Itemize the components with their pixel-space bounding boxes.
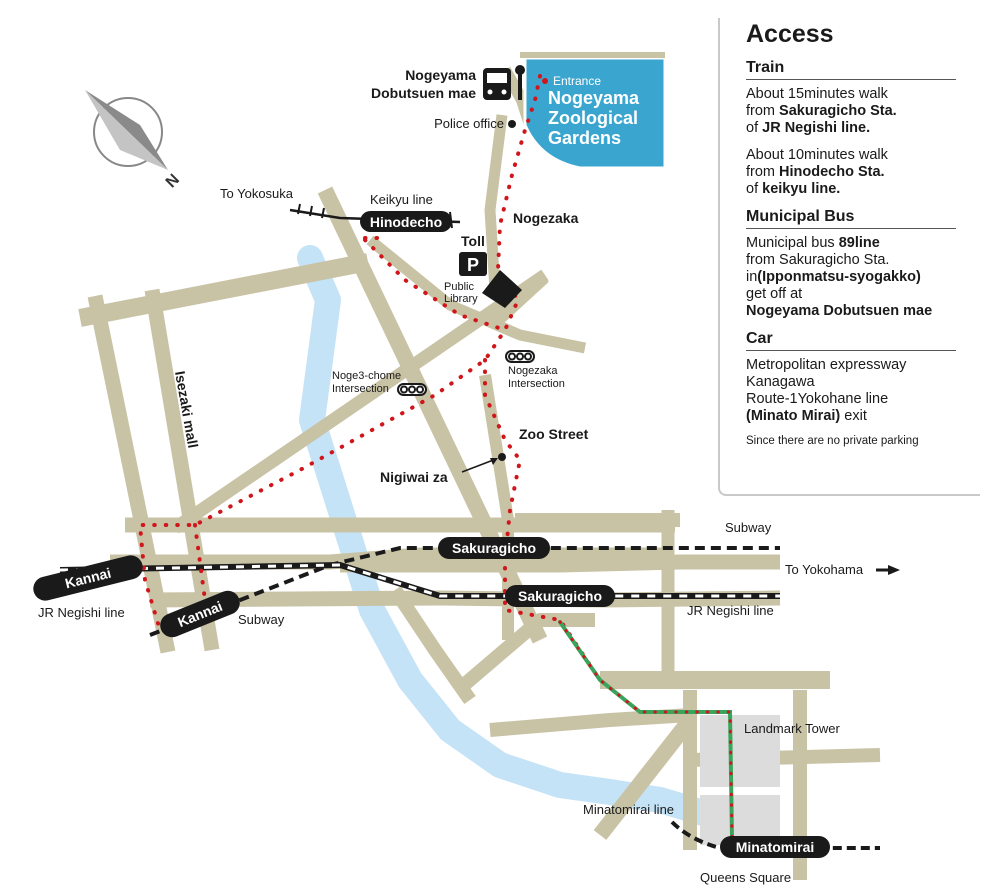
minatomirai-station: [720, 836, 830, 858]
walk2-c: Hinodecho Sta.: [779, 164, 885, 180]
minatomirai-label: Minatomirai: [736, 839, 815, 855]
noge3-intersection-2: Intersection: [332, 383, 389, 395]
walk1-b: from: [746, 103, 780, 119]
access-title: Access: [746, 20, 834, 48]
nogezaka-signal-icon: [505, 350, 535, 363]
bus-b: 89line: [838, 235, 880, 251]
sakuragicho-jr-label: Sakuragicho: [518, 588, 602, 604]
bus-icon: [483, 65, 525, 100]
nogezaka-label: Nogezaka: [513, 210, 579, 226]
bus-text: Municipal bus 89line from Sakuragicho St…: [746, 235, 980, 320]
walk2-a: About 10minutes walk: [746, 147, 888, 163]
parking-note: Since there are no private parking: [746, 435, 919, 447]
bus-a: Municipal bus: [746, 235, 839, 251]
library-building: [482, 270, 522, 308]
bus-d: in: [746, 269, 758, 285]
car-d: (Minato Mirai): [746, 408, 841, 424]
nogezaka-intersection-1: Nogezaka: [508, 365, 558, 377]
jr-negishi-label-right: JR Negishi line: [687, 603, 774, 618]
to-yokohama-arrowhead: [888, 565, 900, 575]
kannai-subway-station: [160, 590, 240, 638]
walking-route-green-dots: [558, 620, 734, 840]
zoo-entrance-label: Entrance: [553, 74, 601, 88]
compass-letter: N: [163, 171, 183, 191]
bus-c: from Sakuragicho Sta.: [746, 252, 890, 268]
library-label-1: Public: [444, 281, 474, 293]
walk2-e: keikyu line.: [762, 181, 841, 197]
entrance-dot: [542, 78, 548, 84]
zoo-street-label: Zoo Street: [519, 426, 589, 442]
sakuragicho-subway-label: Sakuragicho: [452, 540, 536, 556]
zoo-area: [523, 56, 667, 170]
keikyu-ticks: [297, 203, 453, 229]
kannai-jr-station: [33, 555, 143, 601]
walk2-b: from: [746, 164, 780, 180]
car-e: exit: [840, 408, 867, 424]
subway-label-right: Subway: [725, 520, 772, 535]
to-yokohama-label: To Yokohama: [785, 562, 864, 577]
zoo-name-2: Zoological: [548, 108, 638, 128]
car-heading: Car: [746, 330, 956, 351]
compass: N: [85, 90, 183, 191]
minatomirai-line: [670, 820, 880, 850]
hinodecho-station: [360, 211, 452, 232]
queens-square-label: Queens Square: [700, 870, 791, 885]
zoo-name-1: Nogeyama: [548, 88, 640, 108]
train-walk-2: About 10minutes walk from Hinodecho Sta.…: [746, 147, 980, 198]
train-walk-1: About 15minutes walk from Sakuragicho St…: [746, 86, 980, 137]
train-heading: Train: [746, 59, 956, 80]
parking-icon: [459, 252, 487, 276]
bus-heading: Municipal Bus: [746, 208, 956, 229]
nigiwai-arrow: [461, 458, 497, 473]
walk1-a: About 15minutes walk: [746, 86, 888, 102]
jr-negishi-label-left: JR Negishi line: [38, 605, 125, 620]
access-panel: Access Train About 15minutes walk from S…: [718, 18, 980, 496]
nogezaka-intersection-2: Intersection: [508, 378, 565, 390]
zoo-name-3: Gardens: [548, 128, 621, 148]
walk2-d: of: [746, 181, 763, 197]
bus-stop-label-1: Nogeyama: [405, 67, 476, 83]
nigiwai-dot: [498, 453, 506, 461]
subway-label-left: Subway: [238, 612, 285, 627]
nigiwai-label: Nigiwai za: [380, 469, 448, 485]
noge3-signal-icon: [397, 383, 427, 396]
walk1-e: JR Negishi line.: [762, 120, 871, 136]
toll-label: Toll: [461, 233, 485, 249]
to-yokosuka-label: To Yokosuka: [220, 186, 294, 201]
walking-route: [137, 74, 602, 682]
car-text: Metropolitan expressway Kanagawa Route-1…: [746, 357, 980, 425]
subway-line: [149, 546, 780, 637]
bus-e: (Ipponmatsu-syogakko): [757, 269, 921, 285]
car-a: Metropolitan expressway: [746, 357, 907, 373]
river: [297, 245, 723, 828]
sakuragicho-subway-station: [438, 537, 550, 559]
police-dot: [508, 120, 516, 128]
walk1-c: Sakuragicho Sta.: [779, 103, 897, 119]
parking-letter: P: [467, 255, 479, 275]
library-label-2: Library: [444, 293, 478, 305]
bus-stop-label-2: Dobutsuen mae: [371, 85, 476, 101]
bus-g: Nogeyama Dobutsuen mae: [746, 303, 933, 319]
hinodecho-label: Hinodecho: [370, 214, 442, 230]
landmark-tower-label: Landmark Tower: [744, 721, 841, 736]
noge3-intersection-1: Noge3-chome: [332, 370, 401, 382]
landmark-tower-block: [700, 715, 780, 787]
bus-f: get off at: [746, 286, 803, 302]
walk1-d: of: [746, 120, 763, 136]
car-b: Kanagawa: [746, 374, 815, 390]
car-c: Route-1Yokohane line: [746, 391, 889, 407]
minatomirai-line-label: Minatomirai line: [583, 802, 674, 817]
keikyu-label: Keikyu line: [370, 192, 433, 207]
police-label: Police office: [434, 116, 504, 131]
nigiwai-arrowhead: [490, 458, 498, 465]
sakuragicho-jr-station: [505, 585, 615, 607]
